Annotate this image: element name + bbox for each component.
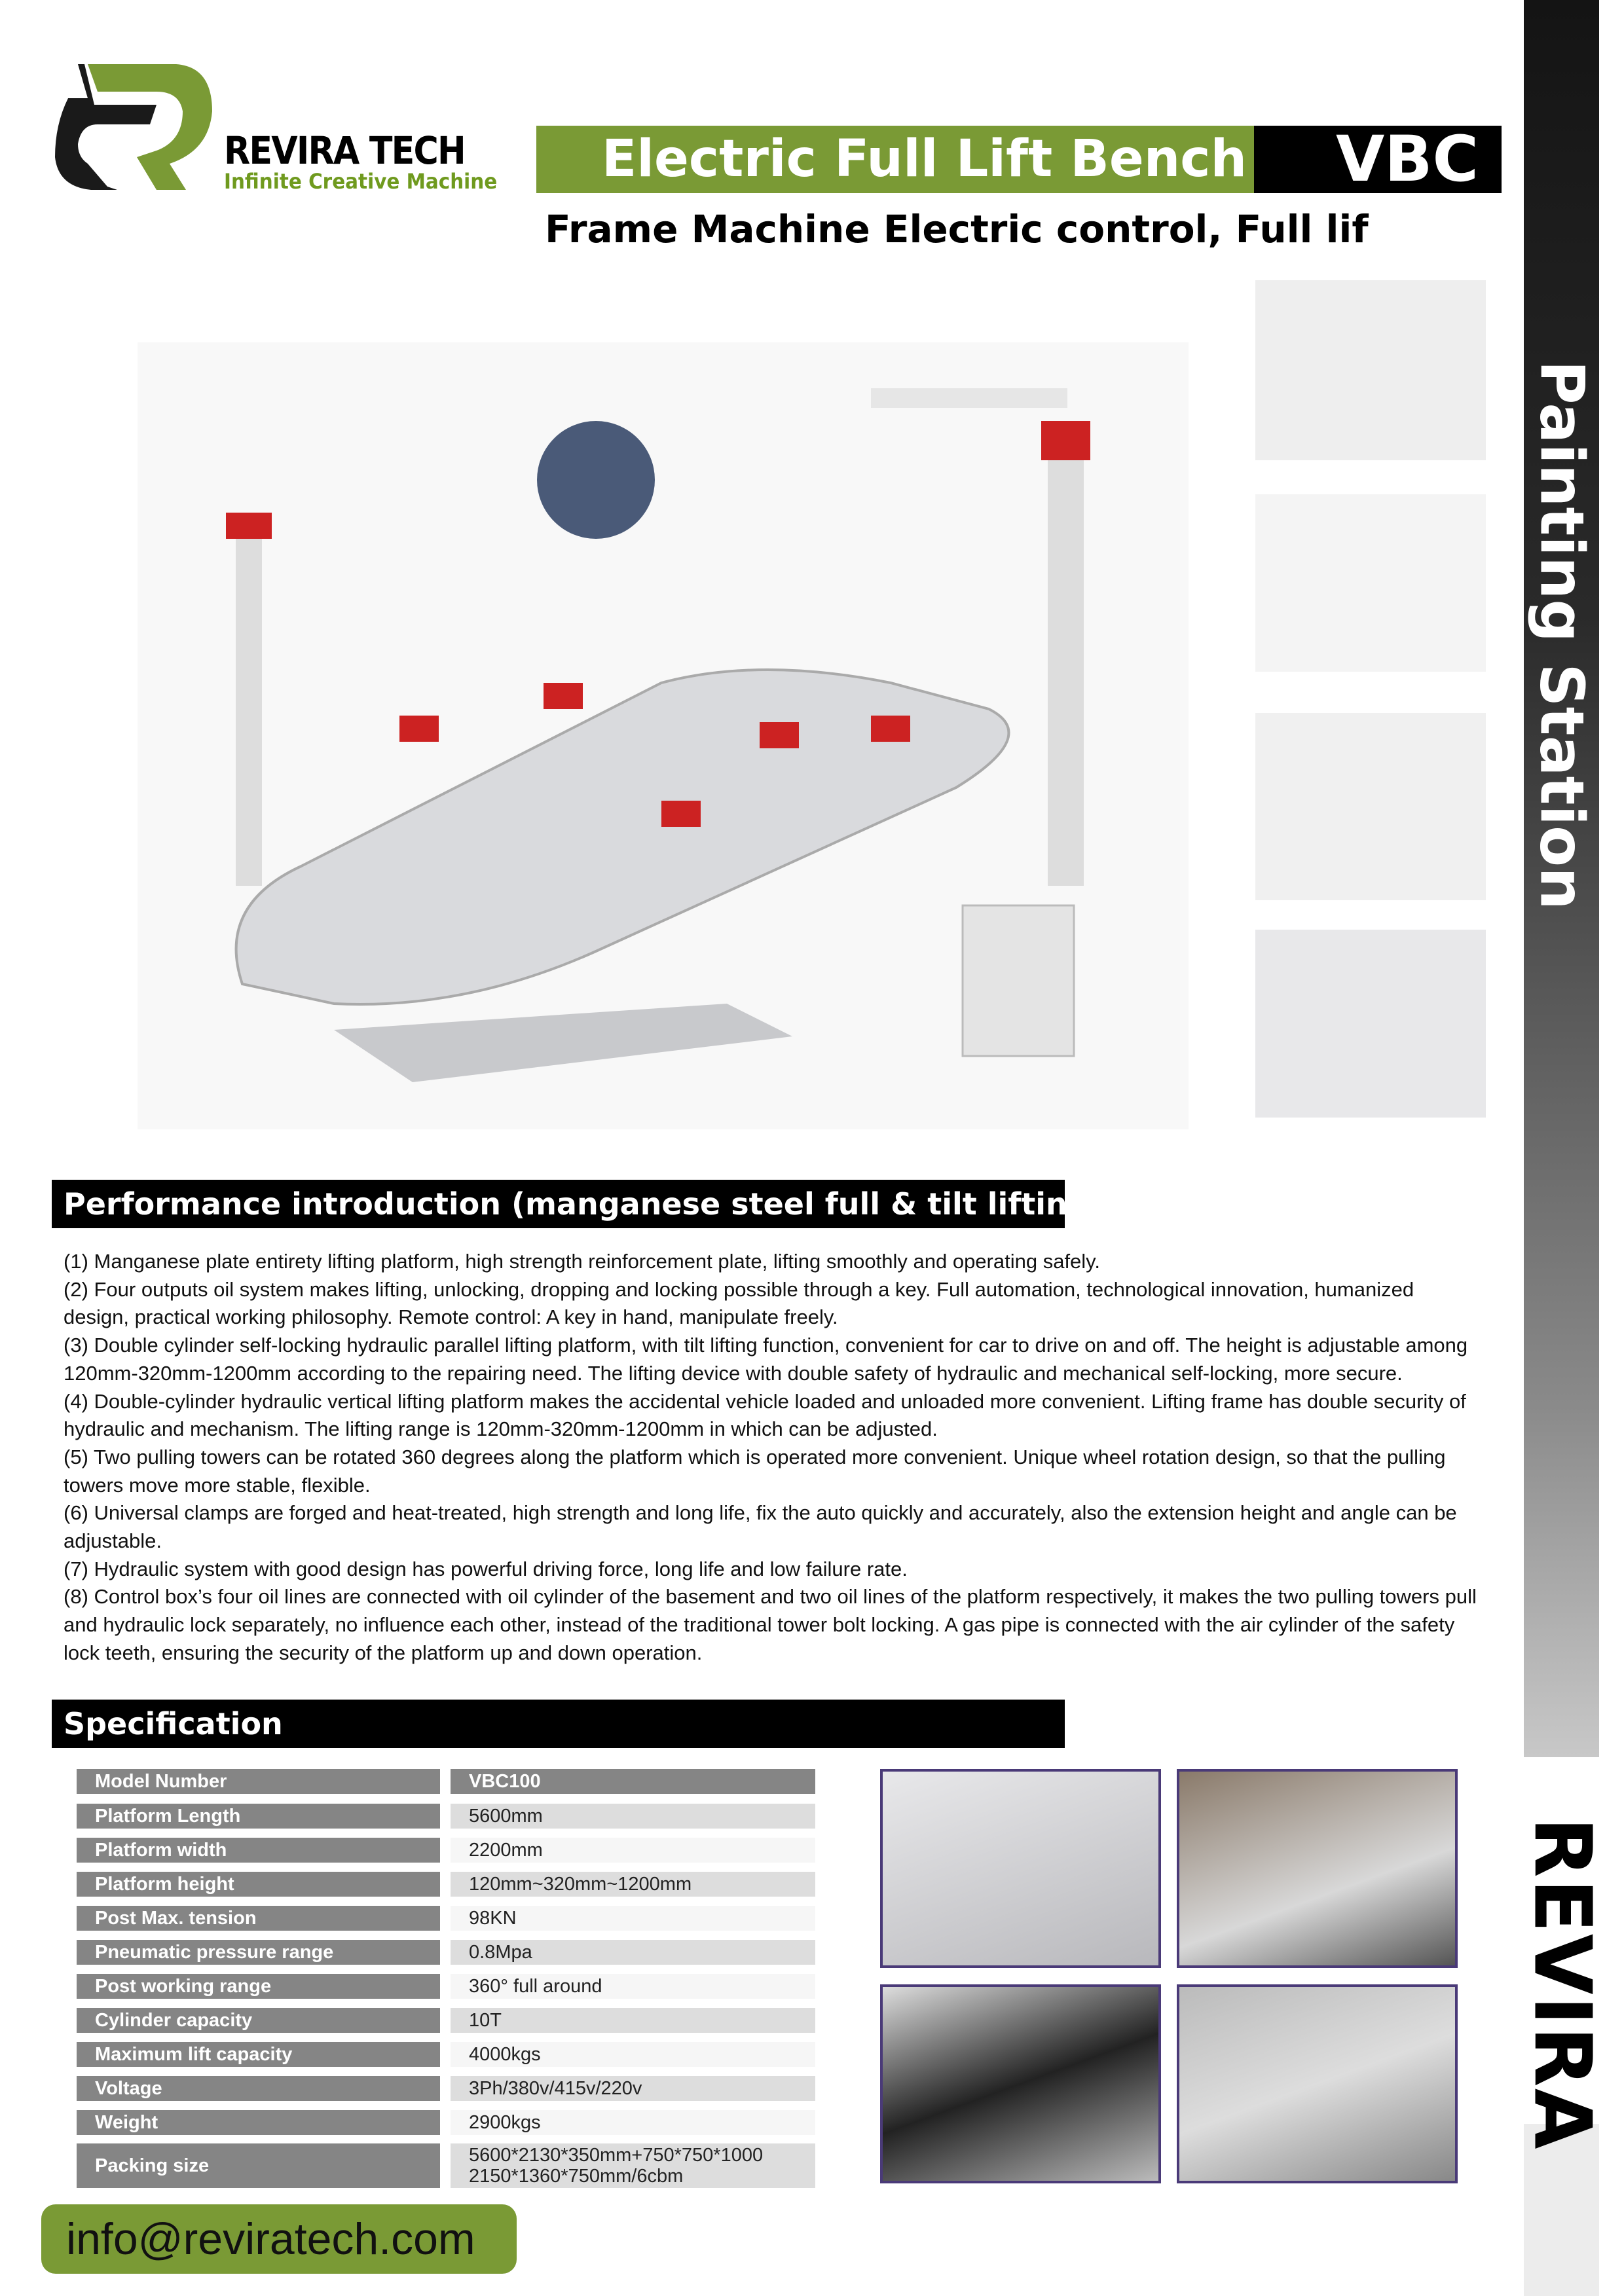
photo-platform-install [880,1769,1161,1968]
performance-heading: Performance introduction (manganese stee… [52,1180,1260,1228]
model-badge: VBC [1254,126,1502,193]
photo-car-repair-3 [1177,1984,1458,2183]
table-row: Packing size 5600*2130*350mm+750*750*100… [77,2143,815,2188]
spec-label: Platform width [77,1838,440,1863]
spec-value: 3Ph/380v/415v/220v [451,2076,815,2101]
performance-item: (1) Manganese plate entirety lifting pla… [64,1250,1100,1273]
table-row: Model Number VBC100 [77,1769,815,1794]
performance-item: (2) Four outputs oil system makes liftin… [64,1277,1414,1329]
performance-list: (1) Manganese plate entirety lifting pla… [64,1248,1478,1667]
brand-name: REVIRA TECH [224,128,466,173]
spec-value: 120mm~320mm~1200mm [451,1872,815,1897]
product-main-image [138,342,1189,1129]
side-logo: REVIRA [1516,1817,1608,2151]
spec-value: VBC100 [451,1769,815,1794]
performance-item: (8) Control box’s four oil lines are con… [64,1585,1477,1664]
table-row: Weight 2900kgs [77,2110,815,2135]
table-row: Post Max. tension 98KN [77,1906,815,1931]
revira-logo-icon [52,64,212,190]
spec-value: 5600mm [451,1804,815,1829]
spec-value: 360° full around [451,1974,815,1999]
spec-label: Maximum lift capacity [77,2042,440,2067]
spec-label: Pneumatic pressure range [77,1940,440,1965]
spec-value: 5600*2130*350mm+750*750*1000 2150*1360*7… [451,2143,815,2188]
thumbnail-platform-detail [1255,280,1486,460]
performance-item: (3) Double cylinder self-locking hydraul… [64,1334,1468,1385]
spec-value: 98KN [451,1906,815,1931]
performance-item: (4) Double-cylinder hydraulic vertical l… [64,1389,1466,1441]
photo-car-repair-2 [880,1984,1161,2183]
table-row: Voltage 3Ph/380v/415v/220v [77,2076,815,2101]
performance-item: (7) Hydraulic system with good design ha… [64,1557,908,1580]
spec-label: Platform Length [77,1804,440,1829]
photo-car-repair-1 [1177,1769,1458,1968]
spec-value: 4000kgs [451,2042,815,2067]
spec-value: 2200mm [451,1838,815,1863]
thumbnail-bench-overview [1255,494,1486,672]
table-row: Maximum lift capacity 4000kgs [77,2042,815,2067]
spec-label: Model Number [77,1769,440,1794]
side-title: Painting Station [1526,360,1597,910]
table-row: Platform Length 5600mm [77,1804,815,1829]
table-row: Platform width 2200mm [77,1838,815,1863]
spec-label: Post Max. tension [77,1906,440,1931]
spec-label: Cylinder capacity [77,2008,440,2033]
side-band-bottom [1524,2124,1599,2296]
table-row: Post working range 360° full around [77,1974,815,1999]
brand-tagline: Infinite Creative Machine [224,169,498,194]
table-row: Pneumatic pressure range 0.8Mpa [77,1940,815,1965]
spec-value: 0.8Mpa [451,1940,815,1965]
spec-value: 10T [451,2008,815,2033]
table-row: Platform height 120mm~320mm~1200mm [77,1872,815,1897]
contact-email[interactable]: info@reviratech.com [41,2204,517,2274]
spec-label: Packing size [77,2143,440,2188]
table-row: Cylinder capacity 10T [77,2008,815,2033]
thumbnail-bench-with-car [1255,713,1486,900]
side-band [1524,0,1599,1757]
specification-heading: Specification [52,1700,1065,1748]
thumbnail-tool-cart [1255,930,1486,1118]
spec-label: Voltage [77,2076,440,2101]
product-subtitle: Frame Machine Electric control, Full lif [545,207,1369,251]
performance-item: (6) Universal clamps are forged and heat… [64,1501,1457,1553]
side-band-logo-area [1524,1757,1599,2124]
product-title: Electric Full Lift Bench [536,126,1254,193]
packing-line: 5600*2130*350mm+750*750*1000 [469,2145,764,2166]
spec-label: Weight [77,2110,440,2135]
performance-item: (5) Two pulling towers can be rotated 36… [64,1445,1446,1497]
spec-value: 2900kgs [451,2110,815,2135]
spec-label: Post working range [77,1974,440,1999]
packing-line: 2150*1360*750mm/6cbm [469,2166,684,2187]
spec-label: Platform height [77,1872,440,1897]
